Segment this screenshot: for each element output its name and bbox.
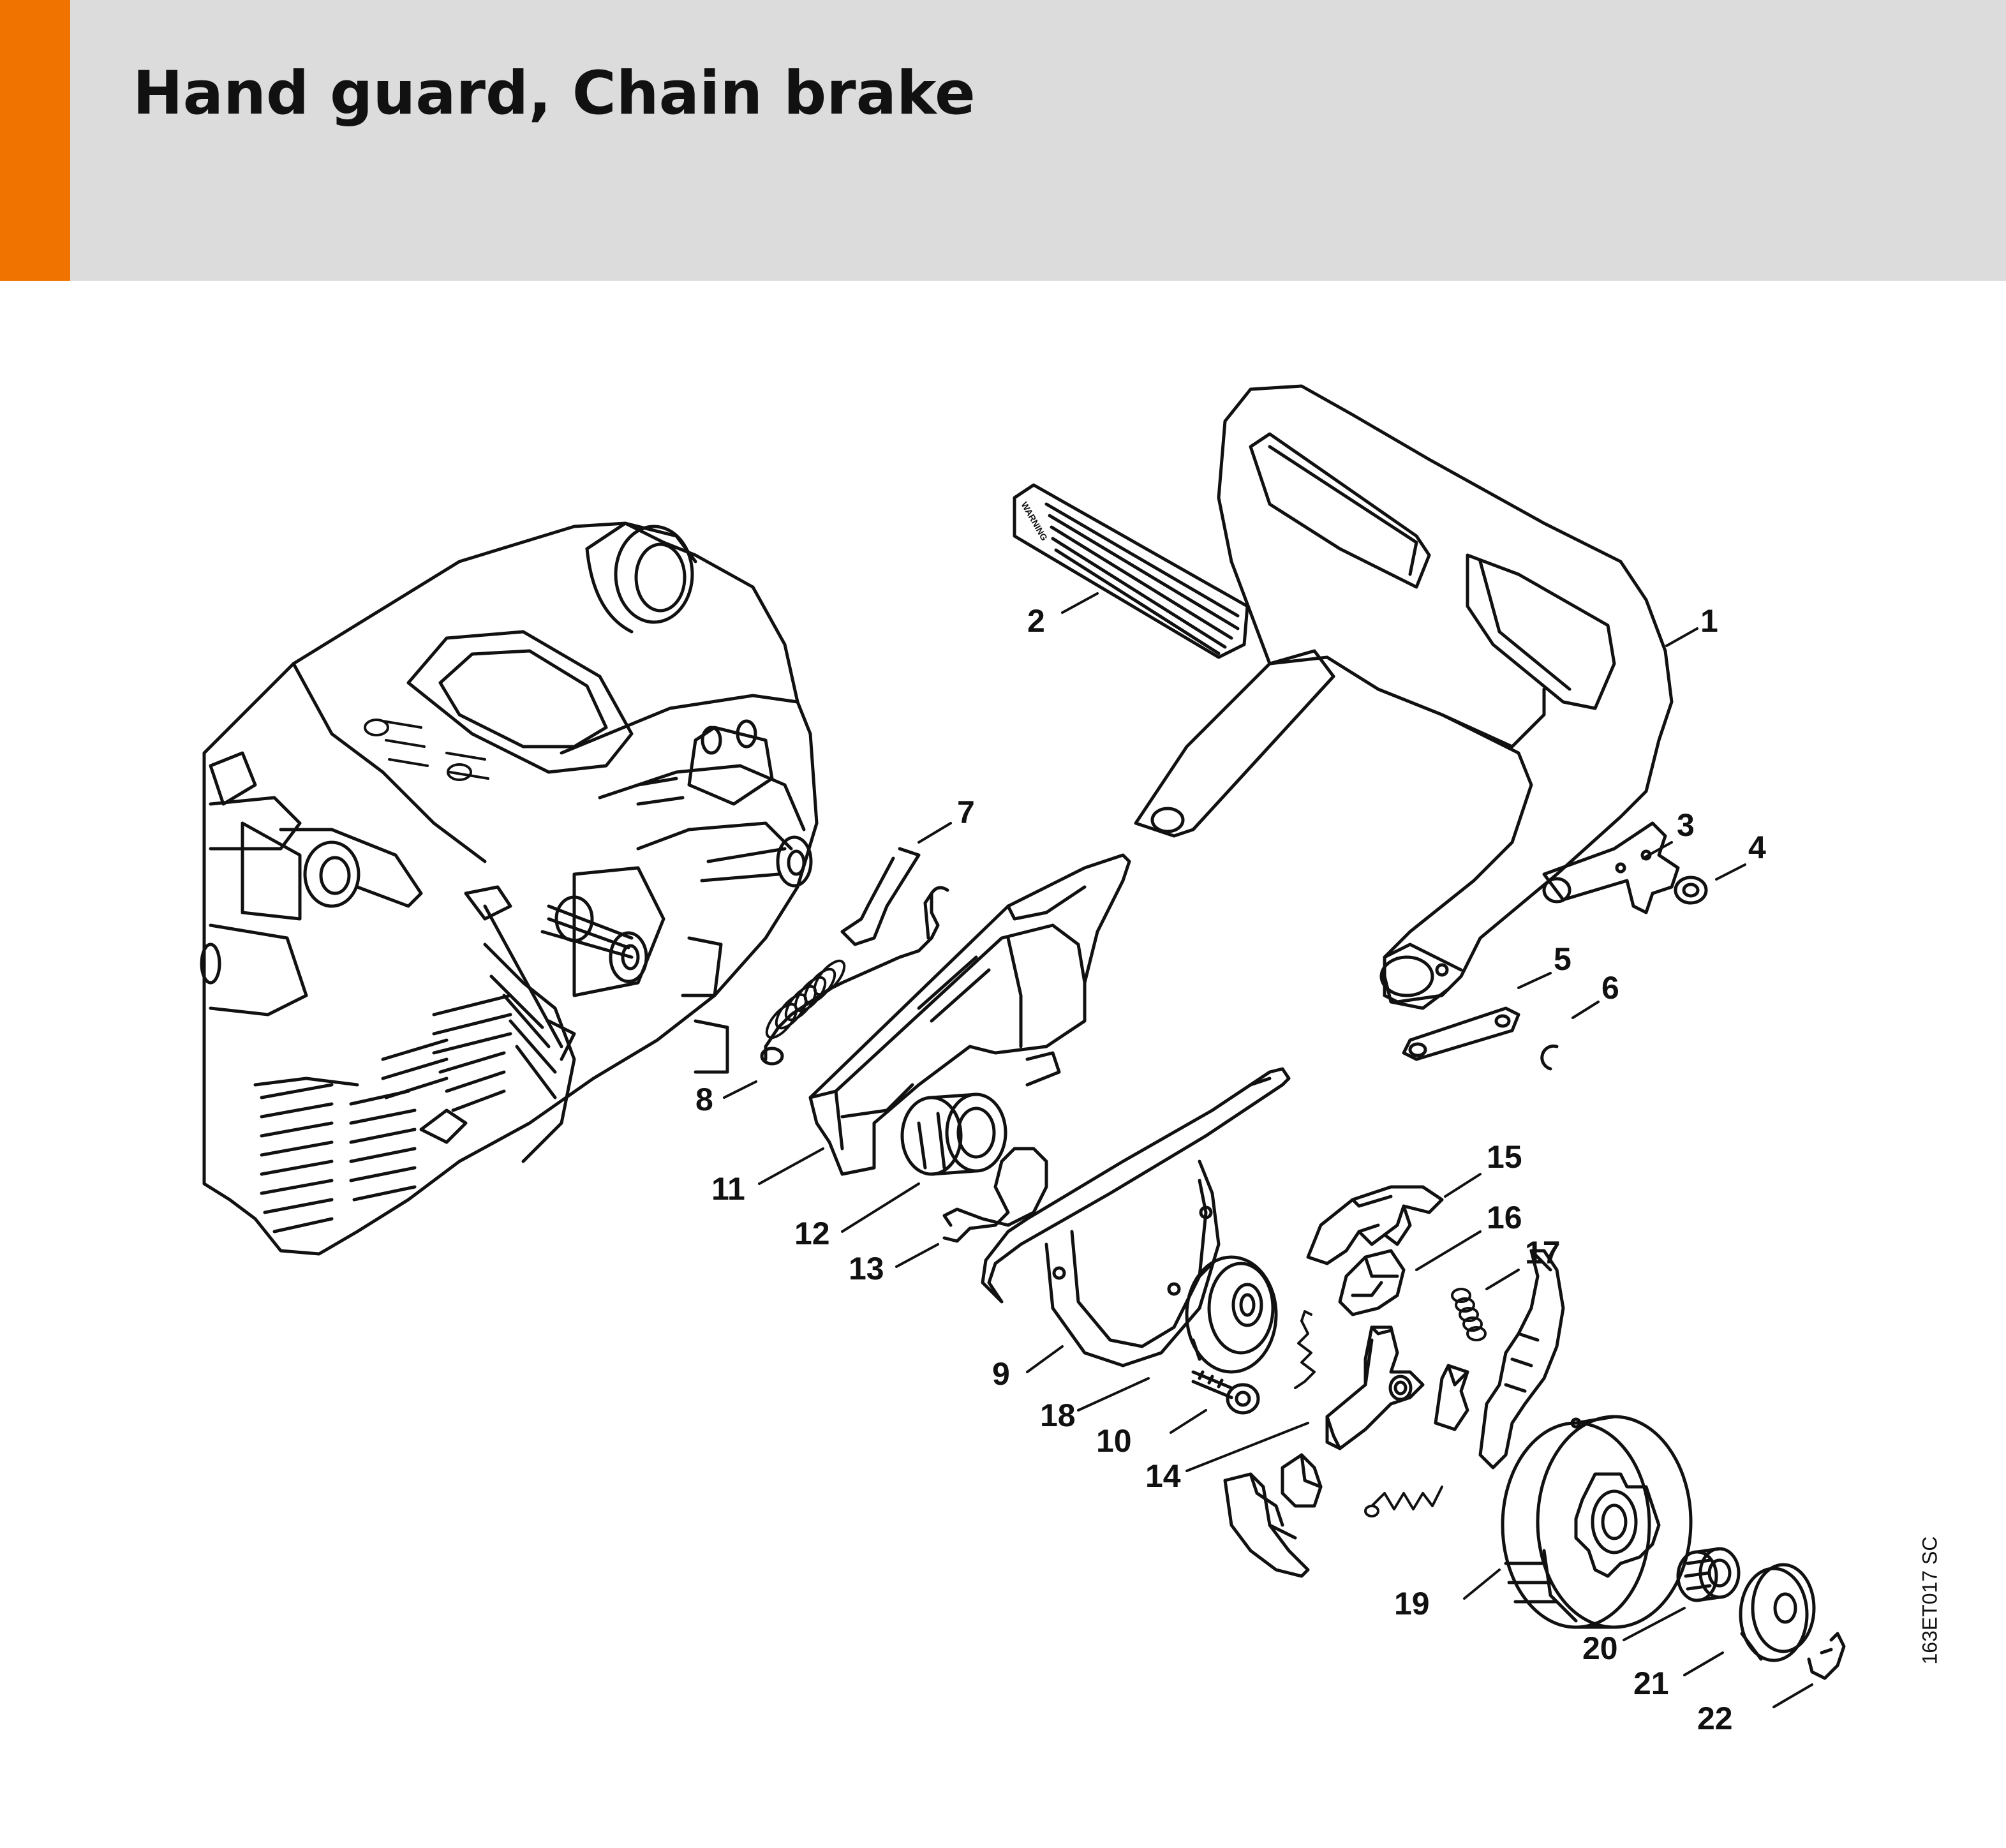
callout-4: 4 <box>1748 830 1766 865</box>
callout-16: 16 <box>1487 1200 1522 1235</box>
part-7-spring-clip <box>840 847 921 946</box>
callout-20: 20 <box>1582 1630 1618 1666</box>
callout-14: 14 <box>1145 1458 1181 1494</box>
leader-lines <box>723 592 1813 1708</box>
callout-3: 3 <box>1677 807 1695 843</box>
callout-19: 19 <box>1394 1586 1430 1621</box>
part-9-brake-band <box>981 1067 1291 1367</box>
callout-2: 2 <box>1027 603 1045 639</box>
callout-13: 13 <box>849 1251 884 1286</box>
part-6-e-clip <box>1540 1044 1559 1071</box>
clutch-spring-upper <box>1294 1310 1316 1389</box>
callout-7: 7 <box>957 794 975 830</box>
callout-11: 11 <box>711 1171 745 1207</box>
callout-labels: 1 2 3 4 5 6 7 8 9 10 11 12 13 14 15 16 1… <box>695 603 1766 1736</box>
part-8-tension-spring <box>760 886 949 1066</box>
header-bar <box>0 0 2006 281</box>
callout-15: 15 <box>1487 1139 1522 1175</box>
part-14-clutch <box>1223 1249 1565 1578</box>
part-18-washer <box>1185 1255 1278 1374</box>
part-22-e-clip <box>1807 1632 1846 1680</box>
part-10-screw <box>1191 1370 1260 1415</box>
callout-9: 9 <box>992 1356 1010 1392</box>
clutch-spring-lower <box>1364 1486 1443 1517</box>
decal-text: WARNING <box>1019 500 1050 543</box>
part-5-link <box>1402 1006 1520 1061</box>
part-13-wire-spring <box>942 1147 1048 1243</box>
part-4-nut <box>1674 876 1708 905</box>
part-1-hand-guard <box>1134 384 1674 1010</box>
part-20-needle-cage <box>1676 1547 1741 1602</box>
part-3-link-plate <box>1542 821 1680 914</box>
chainsaw-housing <box>200 521 819 1256</box>
callout-8: 8 <box>695 1082 713 1117</box>
part-16-shoe-lining <box>1338 1249 1406 1316</box>
callout-22: 22 <box>1697 1701 1733 1736</box>
reference-code: 163ET017 SC <box>1918 1536 1942 1665</box>
callout-21: 21 <box>1633 1665 1669 1701</box>
part-12-bushing <box>900 1092 1007 1176</box>
part-21-washer <box>1739 1563 1816 1662</box>
callout-1: 1 <box>1700 603 1718 639</box>
callout-17: 17 <box>1525 1235 1561 1270</box>
page-title: Hand guard, Chain brake <box>133 59 976 128</box>
part-2-warning-decal: WARNING <box>1013 483 1249 659</box>
callout-10: 10 <box>1096 1423 1132 1459</box>
callout-12: 12 <box>794 1216 830 1251</box>
part-17-compression-spring <box>1451 1288 1487 1341</box>
callout-18: 18 <box>1040 1397 1076 1433</box>
orange-accent-strip <box>0 0 70 281</box>
part-15-clutch-shoe <box>1306 1185 1444 1265</box>
part-19-clutch-drum <box>1501 1415 1693 1629</box>
part-11-brake-cover <box>808 853 1131 1176</box>
callout-6: 6 <box>1601 970 1619 1006</box>
callout-5: 5 <box>1554 941 1571 977</box>
